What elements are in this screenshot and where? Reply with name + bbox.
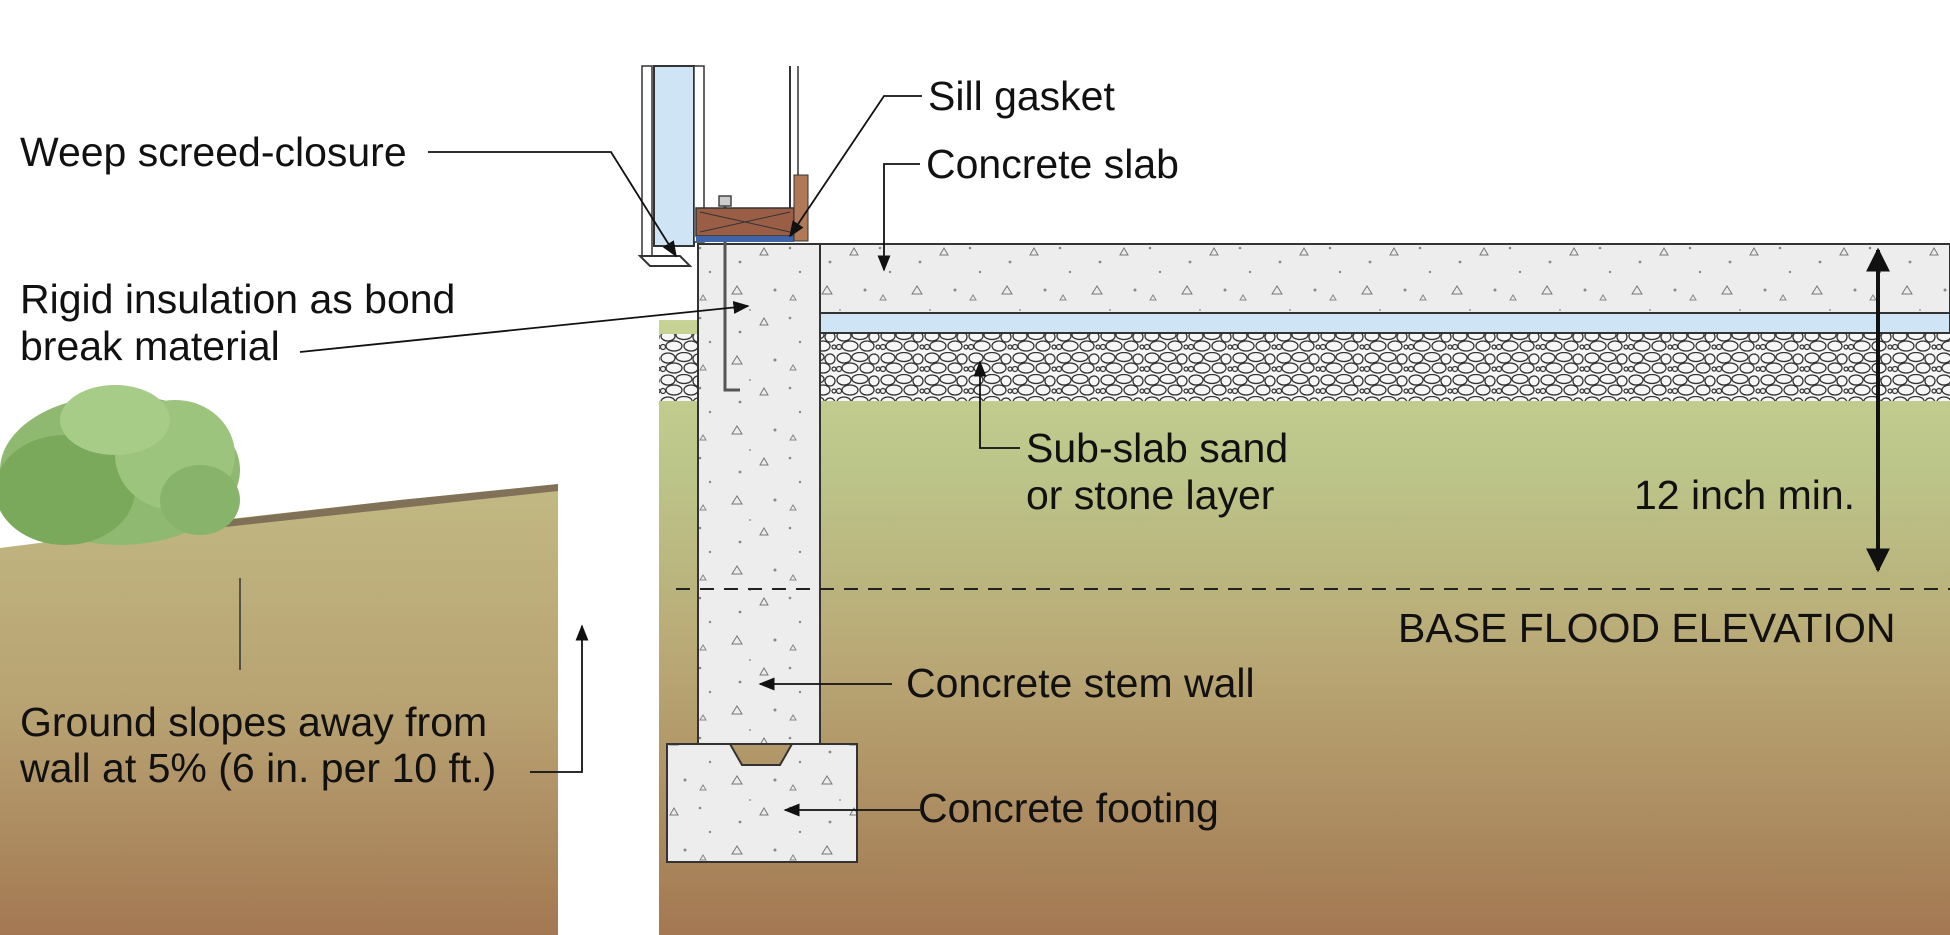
label-rigid-insulation-line2: break material — [20, 323, 280, 369]
label-ground-slope-line1: Ground slopes away from — [20, 699, 487, 745]
leader-sub-slab — [973, 360, 1020, 449]
trim-board — [793, 174, 809, 242]
label-sill-gasket: Sill gasket — [928, 73, 1115, 119]
interior-soil — [659, 320, 1950, 935]
sub-slab-gravel — [659, 334, 1950, 401]
leader-sill-gasket — [789, 95, 922, 238]
label-concrete-slab: Concrete slab — [926, 141, 1179, 187]
label-concrete-stem-wall: Concrete stem wall — [906, 660, 1255, 706]
label-rigid-insulation-line1: Rigid insulation as bond — [20, 276, 455, 322]
sill-gasket — [696, 236, 794, 242]
leader-ground-slope — [530, 624, 589, 773]
exterior-gravel-strip — [225, 484, 558, 527]
concrete-footing — [666, 743, 858, 863]
leader-concrete-slab — [877, 163, 920, 272]
shrub — [0, 385, 241, 670]
label-weep-screed: Weep screed-closure — [20, 129, 407, 175]
exterior-soil — [0, 484, 558, 935]
concrete-slab — [783, 243, 1950, 314]
leader-weep-screed — [428, 151, 677, 258]
leader-rigid-insulation — [299, 301, 750, 353]
insulation-under-slab — [753, 312, 1950, 334]
label-concrete-footing: Concrete footing — [918, 785, 1219, 831]
label-twelve-inch-min: 12 inch min. — [1634, 472, 1855, 518]
label-ground-slope-line2: wall at 5% (6 in. per 10 ft.) — [19, 745, 496, 791]
concrete-stem-wall — [697, 243, 821, 745]
label-sub-slab-line1: Sub-slab sand — [1026, 425, 1288, 471]
label-base-flood-elevation: BASE FLOOD ELEVATION — [1398, 605, 1895, 651]
anchor-bolt — [723, 200, 740, 392]
label-sub-slab-line2: or stone layer — [1026, 472, 1274, 518]
